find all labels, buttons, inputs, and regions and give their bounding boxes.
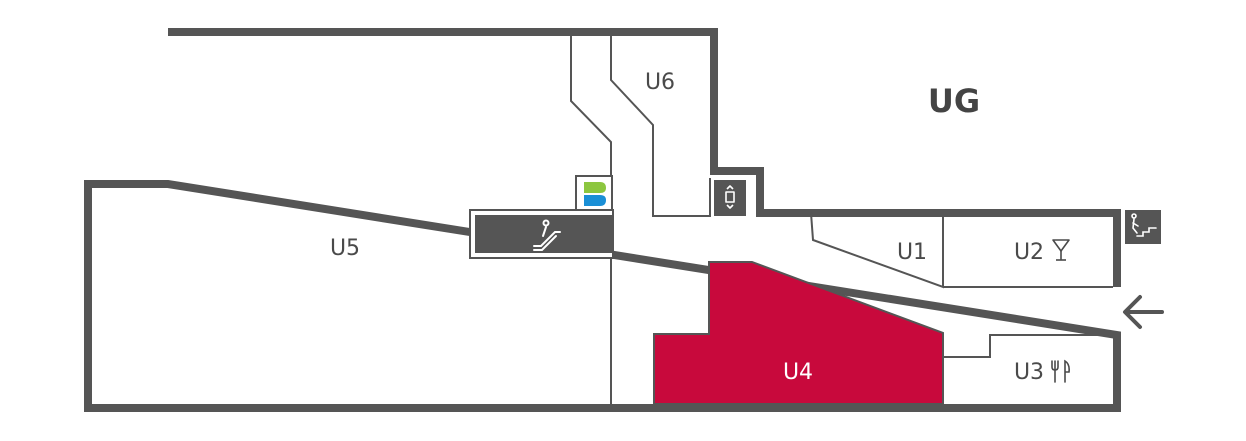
unit-label-u6: U6 [645, 70, 675, 95]
unit-label-u4: U4 [783, 360, 813, 385]
bar-cocktail-icon [1052, 239, 1070, 261]
unit-label-u5: U5 [330, 236, 360, 261]
stairs-icon [1131, 213, 1157, 237]
unit-label-u3: U3 [1014, 360, 1044, 385]
unit-u1-wall [810, 212, 944, 289]
unit-label-u1: U1 [897, 240, 927, 265]
corridor-wall-right [610, 35, 711, 217]
unit-u3-wall [943, 334, 1117, 358]
unit-label-u2: U2 [1014, 240, 1044, 265]
escalator-icon [533, 219, 561, 251]
unit-u4-area[interactable] [653, 261, 944, 405]
restaurant-cutlery-icon [1051, 359, 1070, 383]
b-logo-icon [584, 182, 606, 206]
corridor-wall-left [570, 35, 612, 200]
stairs-box[interactable] [1125, 210, 1161, 244]
floor-label: UG [928, 82, 980, 120]
building-outline [84, 28, 1121, 412]
entrance-arrow-icon[interactable] [1123, 295, 1164, 329]
elevator-icon [725, 185, 735, 209]
